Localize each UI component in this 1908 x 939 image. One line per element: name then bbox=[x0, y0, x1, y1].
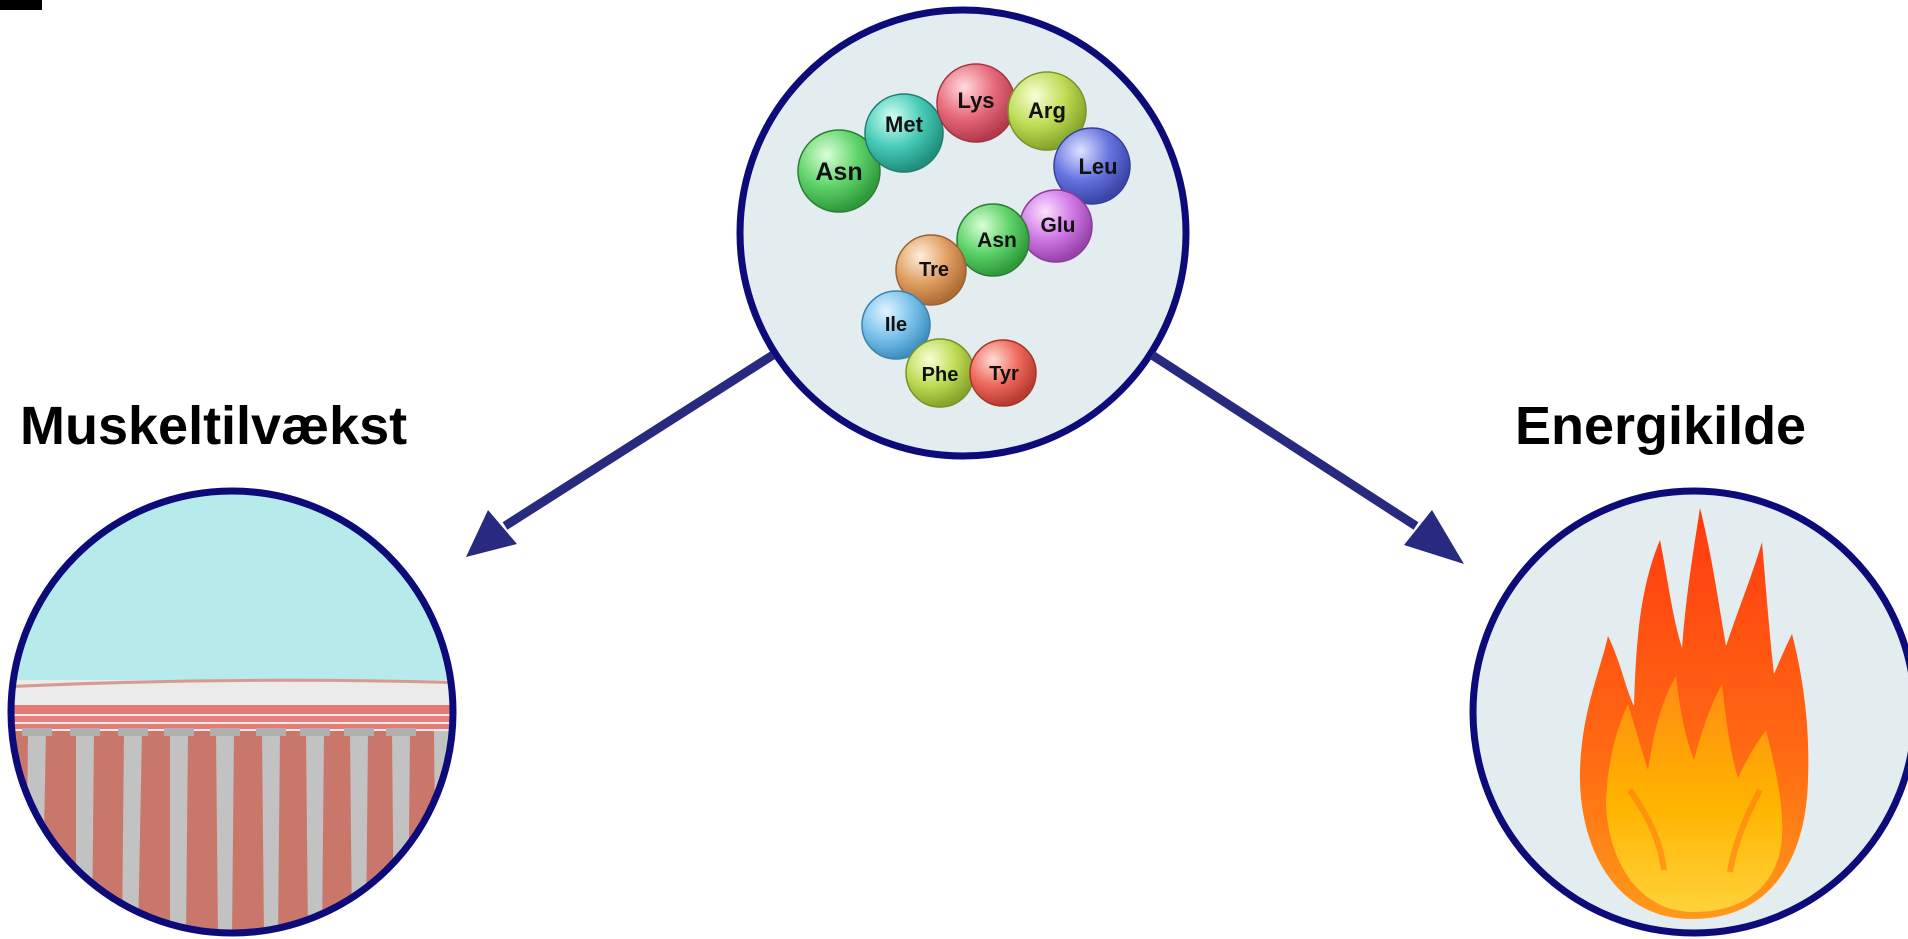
amino-acid-label: Phe bbox=[922, 364, 959, 386]
amino-acid-asn-1: Asn bbox=[797, 129, 881, 213]
amino-acid-phe: Phe bbox=[905, 338, 975, 408]
amino-acid-leu: Leu bbox=[1053, 127, 1131, 205]
corner-marker bbox=[0, 0, 42, 10]
amino-acid-tre: Tre bbox=[895, 234, 967, 306]
fire-circle-border bbox=[1469, 487, 1908, 937]
muscle-circle bbox=[7, 487, 457, 937]
amino-acid-tyr: Tyr bbox=[969, 339, 1037, 407]
muscle-growth-label: Muskeltilvækst bbox=[20, 396, 408, 456]
protein-chain-icon: Asn Met Lys Arg Leu bbox=[797, 63, 1131, 408]
protein-circle: Asn Met Lys Arg Leu bbox=[736, 6, 1190, 460]
muscle-tissue-icon bbox=[11, 678, 453, 933]
energy-source-label: Energikilde bbox=[1515, 396, 1807, 456]
arrow-right-down-icon bbox=[1149, 351, 1464, 564]
amino-acid-glu: Glu bbox=[1019, 189, 1093, 263]
amino-acid-label: Met bbox=[885, 112, 924, 137]
amino-acid-label: Ile bbox=[885, 314, 907, 336]
amino-acid-label: Tre bbox=[919, 259, 949, 281]
amino-acid-label: Asn bbox=[815, 158, 862, 186]
amino-acid-ile: Ile bbox=[861, 290, 931, 360]
amino-acid-arg: Arg bbox=[1007, 71, 1087, 151]
amino-acid-lys: Lys bbox=[936, 63, 1016, 143]
amino-acid-label: Arg bbox=[1028, 98, 1066, 123]
amino-acid-label: Leu bbox=[1078, 154, 1117, 179]
fire-icon bbox=[1579, 508, 1809, 919]
amino-acid-label: Asn bbox=[977, 229, 1017, 252]
amino-acid-label: Glu bbox=[1041, 214, 1076, 237]
arrow-left-down-icon bbox=[466, 351, 776, 557]
amino-acid-met: Met bbox=[864, 93, 944, 173]
amino-acid-label: Tyr bbox=[989, 363, 1019, 385]
amino-acid-label: Lys bbox=[957, 88, 994, 113]
amino-acid-asn-2: Asn bbox=[956, 203, 1030, 277]
fire-circle bbox=[1469, 487, 1908, 937]
muscle-circle-border bbox=[7, 487, 457, 937]
